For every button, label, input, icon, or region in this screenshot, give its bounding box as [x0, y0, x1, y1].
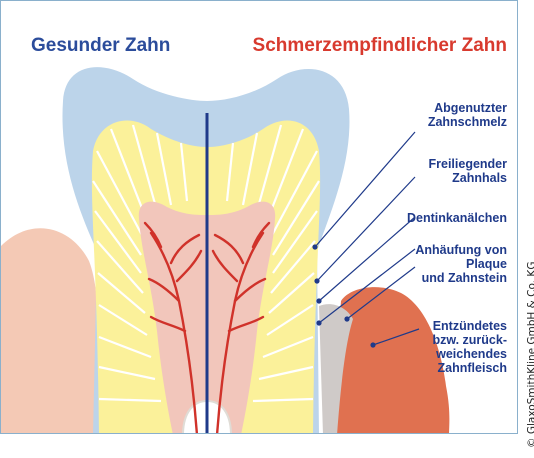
diagram-frame: Gesunder Zahn Schmerzempfindlicher Zahn …	[0, 0, 518, 434]
label-gums: Entzündetes bzw. zurück- weichendes Zahn…	[432, 319, 507, 375]
left-gum	[1, 228, 99, 434]
copyright-credit: © GlaxoSmithKline GmbH & Co. KG	[526, 262, 534, 448]
label-dentin-tubules: Dentinkanälchen	[407, 211, 507, 225]
label-plaque: Anhäufung von Plaque und Zahnstein	[415, 243, 507, 285]
label-worn-enamel: Abgenutzter Zahnschmelz	[428, 101, 507, 129]
label-exposed-neck: Freiliegender Zahnhals	[429, 157, 508, 185]
right-title: Schmerzempfindlicher Zahn	[253, 35, 507, 57]
left-title: Gesunder Zahn	[31, 35, 170, 57]
diagram: Gesunder Zahn Schmerzempfindlicher Zahn …	[0, 0, 518, 458]
